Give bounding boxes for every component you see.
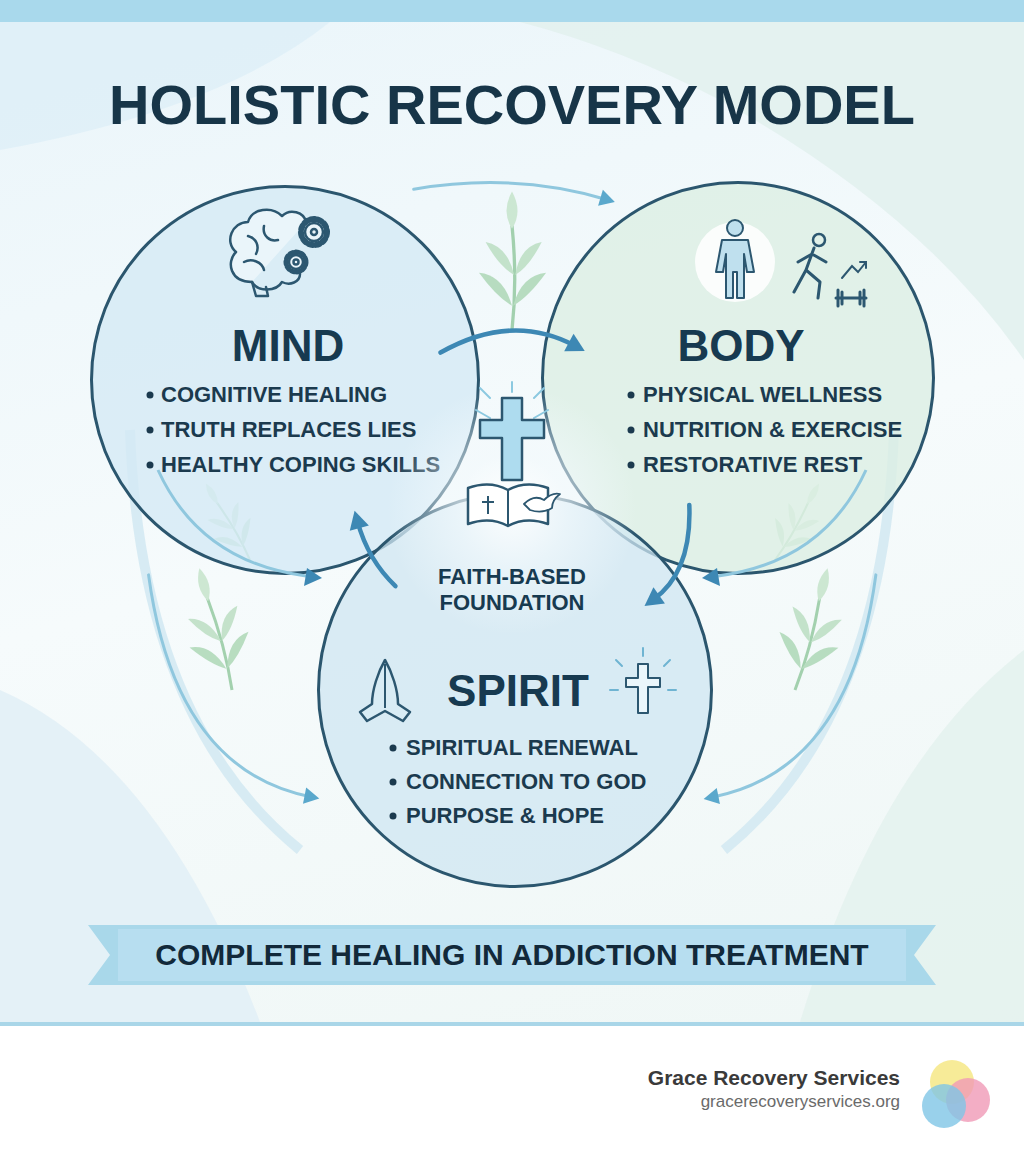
brain-fold <box>244 226 278 270</box>
bullet-item: NUTRITION & EXERCISE <box>643 418 902 442</box>
bullet-dot <box>147 392 154 399</box>
bullet-dot <box>390 813 397 820</box>
circle-heading: BODY <box>677 324 804 368</box>
bullet-item: CONNECTION TO GOD <box>406 770 646 794</box>
book-spine <box>507 490 509 526</box>
dove-icon <box>524 494 560 512</box>
dumbbell-icon <box>836 290 866 306</box>
website-url: gracerecoveryservices.org <box>701 1091 900 1113</box>
flow-arrow <box>357 521 395 586</box>
diagram-title: HOLISTIC RECOVERY MODEL <box>0 72 1024 138</box>
swoosh-line <box>718 470 866 576</box>
arrow-head <box>704 788 720 804</box>
gear-hub <box>311 229 317 235</box>
brain-outline <box>252 274 300 290</box>
bullet-item: PHYSICAL WELLNESS <box>643 383 882 407</box>
top-band <box>0 0 1024 22</box>
swoosh-line <box>158 470 306 576</box>
gear <box>305 223 323 241</box>
bullet-item: SPIRITUAL RENEWAL <box>406 736 638 760</box>
body-icons <box>695 220 866 306</box>
bullet-dot <box>147 427 154 434</box>
footer-panel <box>0 1026 1024 1154</box>
bullet-dot <box>390 745 397 752</box>
caption-banner-text: COMPLETE HEALING IN ADDICTION TREATMENT <box>0 937 1024 973</box>
arrow-head <box>304 568 322 586</box>
bullet-dot <box>390 779 397 786</box>
small-cross <box>626 664 660 713</box>
flow-arrow <box>441 330 576 352</box>
brand-logo <box>922 1060 990 1128</box>
flow-arrow <box>712 575 875 797</box>
runner-head <box>813 234 825 246</box>
brain-icon <box>230 210 327 296</box>
swoosh-arrows <box>158 470 866 586</box>
person-head <box>727 220 743 236</box>
trend-arrow <box>842 262 866 278</box>
bullet-item: PURPOSE & HOPE <box>406 804 604 828</box>
arrow-head <box>564 334 585 351</box>
brand-name: Grace Recovery Services <box>648 1066 900 1090</box>
flow-arrow <box>149 575 311 797</box>
gear-teeth <box>301 219 327 245</box>
gear-teeth <box>286 252 306 272</box>
light-rays <box>610 648 676 690</box>
gear-hub <box>294 260 299 265</box>
arrow-head <box>598 190 615 206</box>
bullet-item: RESTORATIVE REST <box>643 453 862 477</box>
foundation-text: FAITH-BASED FOUNDATION <box>417 564 607 616</box>
brain-stem <box>252 282 268 296</box>
praying-hands <box>360 660 410 721</box>
logo-circle <box>922 1084 966 1128</box>
spirit-icons <box>360 648 676 721</box>
gear <box>289 255 303 269</box>
person-figure <box>716 240 754 298</box>
footer-divider <box>0 1022 1024 1026</box>
arrow-head <box>350 511 369 531</box>
bullet-dot <box>147 462 154 469</box>
bullet-dot <box>628 427 635 434</box>
cross-icon <box>480 398 544 480</box>
flow-arrow <box>414 183 607 200</box>
circle-heading: MIND <box>232 324 344 368</box>
bullet-item: COGNITIVE HEALING <box>161 383 387 407</box>
bullet-dot <box>628 392 635 399</box>
bullet-item: TRUTH REPLACES LIES <box>161 418 416 442</box>
flow-arrow <box>653 505 689 600</box>
runner-figure <box>794 248 826 298</box>
leaf-sprig <box>170 560 262 697</box>
book-cross <box>482 496 494 514</box>
arrow-head <box>645 587 665 606</box>
hands-divider <box>384 664 386 708</box>
brain-outline <box>230 210 306 282</box>
arrow-head <box>303 787 319 803</box>
faith-icons <box>468 382 560 526</box>
leaf-sprig <box>479 191 546 330</box>
circle-heading: SPIRIT <box>447 669 589 713</box>
arrow-head <box>702 568 720 586</box>
